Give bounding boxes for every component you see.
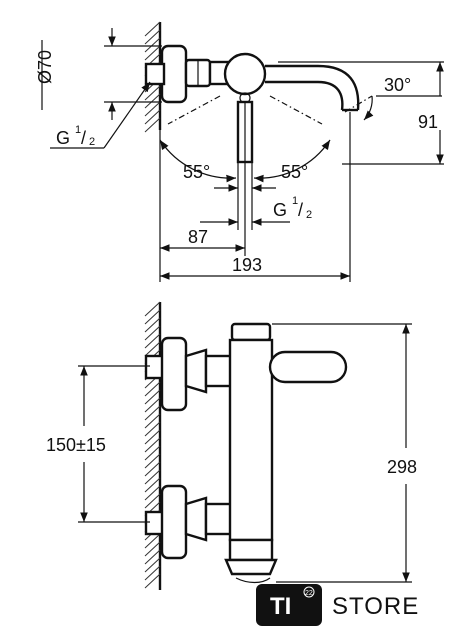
wall-hatch-line — [144, 453, 161, 469]
thread-bottom-sub: 2 — [306, 209, 312, 221]
wall-hatch-line — [144, 565, 161, 581]
wall-hatch-line — [144, 429, 161, 445]
wall-hatch-line — [144, 309, 161, 325]
wall-hatch-line — [144, 541, 161, 557]
top-view: Ø70 G 1 / 2 30° 91 55° — [35, 21, 444, 282]
wall-hatch-line — [144, 461, 161, 477]
thread-bottom-base: G — [273, 200, 287, 220]
lever-rotation-lines — [167, 95, 373, 125]
wall-hatch-line — [144, 389, 161, 405]
thread-left-sup: 1 — [75, 124, 81, 136]
logo-superscript: 22 — [305, 590, 313, 597]
wall-hatch-line — [144, 413, 161, 429]
dim-angle-left: 55° — [159, 139, 237, 183]
wall-hatch-line — [144, 493, 161, 509]
mixer-body-side — [224, 322, 348, 584]
store-logo: TI 22 STORE — [256, 584, 419, 626]
wall-hatch-line — [144, 445, 161, 461]
wall-hatch-line — [144, 485, 161, 501]
dim-thread-bottom: G 1 / 2 — [200, 162, 312, 230]
wall-hatch-line — [144, 325, 161, 341]
thread-bottom-sup: 1 — [292, 195, 298, 207]
wall-hatch-line — [144, 301, 161, 317]
diameter-label: Ø70 — [35, 50, 55, 84]
height-top-label: 91 — [418, 112, 438, 132]
side-view: 150±15 298 — [46, 301, 417, 590]
angle-left-label: 55° — [183, 162, 210, 182]
wall-hatch-line — [144, 85, 161, 101]
dim-total-height: 298 — [272, 323, 417, 583]
wall-hatch-line — [144, 549, 161, 565]
wall-hatch-line — [144, 397, 161, 413]
spacing-label: 150±15 — [46, 435, 106, 455]
dim-diameter: Ø70 — [35, 28, 162, 120]
dim-angle-spout: 30° — [363, 75, 442, 121]
dim-thread-left: G 1 / 2 — [50, 81, 151, 149]
wall-hatch-line — [144, 21, 161, 37]
thread-left-slash: / — [81, 128, 86, 148]
wall-hatch-line — [144, 381, 161, 397]
dim-center: 87 — [159, 130, 246, 282]
dim-angle-right: 55° — [253, 139, 331, 183]
wall-hatch-line — [144, 317, 161, 333]
thread-bottom-slash: / — [298, 200, 303, 220]
wall-hatch-line — [144, 109, 161, 125]
wall-hatch-line — [144, 421, 161, 437]
dim-spacing: 150±15 — [46, 365, 150, 523]
wall-hatch-line — [144, 101, 161, 117]
wall-side — [144, 301, 162, 590]
center-label: 87 — [188, 227, 208, 247]
wall-hatch-line — [144, 341, 161, 357]
wall-hatch-line — [144, 333, 161, 349]
wall-hatch-line — [144, 45, 161, 61]
angle-right-label: 55° — [281, 162, 308, 182]
wall-connection-lower — [144, 484, 234, 560]
wall-hatch-line — [144, 93, 161, 109]
thread-left-base: G — [56, 128, 70, 148]
wall-hatch-line — [144, 533, 161, 549]
total-height-label: 298 — [387, 457, 417, 477]
wall-hatch-line — [144, 437, 161, 453]
logo-badge — [303, 586, 315, 598]
wall-hatch-line — [144, 29, 161, 45]
wall-hatch-line — [144, 557, 161, 573]
wall-connection-left — [144, 44, 212, 104]
dim-height-top: 91 — [278, 61, 444, 165]
wall-hatch-line — [144, 573, 161, 589]
dim-total-depth: 193 — [160, 112, 351, 282]
thread-left-sub: 2 — [89, 136, 95, 148]
wall-hatch-line — [144, 405, 161, 421]
total-depth-label: 193 — [232, 255, 262, 275]
wall-hatch-line — [144, 37, 161, 53]
wall-hatch-line — [144, 117, 161, 133]
wall-connection-upper — [144, 336, 234, 412]
logo-mark: TI — [270, 593, 291, 620]
wall-hatch-line — [144, 469, 161, 485]
logo-word: STORE — [332, 593, 419, 620]
angle-spout-label: 30° — [384, 75, 411, 95]
wall-hatch-line — [144, 477, 161, 493]
mixer-body-top — [208, 52, 360, 164]
